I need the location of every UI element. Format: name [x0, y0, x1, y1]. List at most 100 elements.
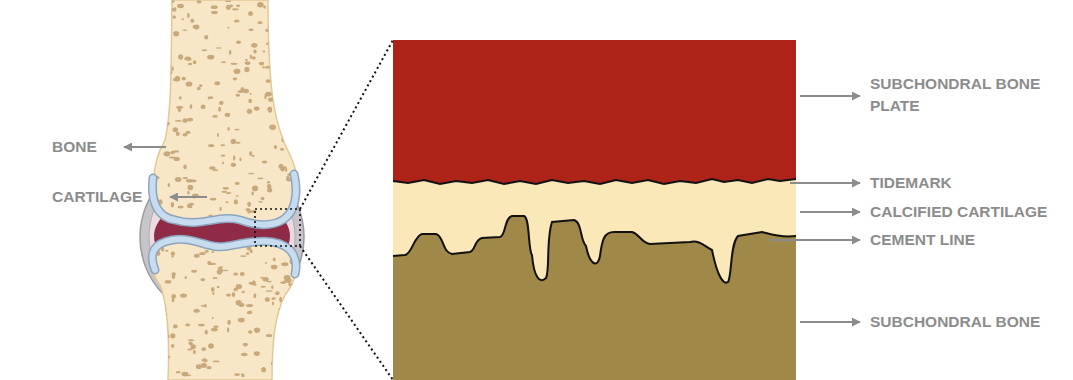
bone-pore: [292, 143, 298, 147]
bone-pore: [236, 94, 240, 97]
bone-pore: [292, 109, 296, 112]
bone-pore: [163, 355, 165, 357]
bone-pore: [245, 208, 250, 211]
label-anchor: SUBCHONDRAL BONE: [870, 322, 1040, 344]
bone-pore: [247, 311, 252, 314]
bone-pore: [296, 350, 302, 354]
bone-pore: [234, 129, 239, 131]
tidemark-line: [393, 179, 796, 184]
bone-pore: [227, 127, 230, 131]
bone-pore: [295, 143, 299, 147]
bone-pore: [207, 97, 213, 99]
bone-pore: [262, 160, 268, 163]
bone-pore: [175, 120, 182, 122]
bone-pore: [153, 327, 159, 330]
bone-pore: [281, 47, 288, 50]
bone-pore: [248, 330, 253, 333]
bone-pore: [170, 333, 175, 338]
bone-pore: [208, 97, 210, 100]
bone-pore: [214, 81, 220, 85]
bone-pore: [147, 13, 149, 17]
bone-pore: [181, 77, 185, 81]
part-label: CALCIFIED CARTILAGE: [870, 201, 1047, 223]
bone-pore: [229, 50, 232, 55]
bone-pore: [173, 324, 178, 328]
bone-pore: [188, 63, 192, 65]
bone-pore: [144, 107, 149, 109]
bone-pore: [293, 216, 298, 221]
bone-pore: [226, 293, 231, 296]
bone-pore: [278, 308, 284, 311]
leader-arrow: [800, 95, 860, 97]
bone-pore: [188, 339, 195, 341]
bone-pore: [186, 81, 193, 86]
bone-pore: [165, 331, 167, 335]
bone-pore: [162, 119, 166, 122]
bone-pore: [253, 293, 256, 298]
bone-pore: [212, 277, 217, 279]
bone-pore: [275, 291, 280, 295]
bone-pore: [145, 8, 152, 12]
bone-pore: [286, 61, 288, 63]
bone-pore: [271, 285, 273, 289]
bone-pore: [227, 327, 229, 332]
bone-pore: [294, 6, 298, 9]
bone-pore: [271, 265, 278, 270]
bone-pore: [166, 330, 169, 335]
bone-pore: [211, 5, 218, 9]
bone-pore: [282, 302, 287, 304]
bone-pore: [253, 50, 256, 54]
bone-pore: [265, 92, 272, 97]
label-anchor: BONE: [52, 147, 97, 169]
bone-pore: [177, 4, 184, 8]
bone-pore: [150, 347, 153, 351]
spongy-bone-pores: [144, 235, 302, 380]
bone-pore: [240, 87, 244, 92]
bone-pore: [205, 330, 208, 335]
bone-pore: [222, 161, 224, 164]
bone-pore: [221, 191, 227, 193]
bone-pore: [193, 60, 197, 64]
bone-pore: [218, 235, 224, 238]
bone-pore: [279, 164, 284, 169]
bone-pore: [295, 87, 299, 92]
bone-pore: [172, 275, 175, 279]
bone-pore: [290, 283, 297, 286]
bone-pore: [272, 25, 279, 28]
bone-pore: [205, 250, 209, 253]
bone-pore: [171, 294, 176, 298]
bone-pore: [242, 291, 245, 293]
bone-pore: [284, 308, 287, 310]
bone-pore: [234, 19, 240, 22]
leader-arrow: [170, 196, 207, 198]
bone-pore: [161, 122, 168, 126]
bone-pore: [279, 297, 282, 303]
bone-pore: [250, 249, 253, 253]
bone-pore: [190, 347, 193, 349]
bone-pore: [241, 374, 244, 377]
bone-pore: [145, 85, 149, 87]
bone-pore: [244, 67, 249, 73]
bone-pore: [171, 202, 175, 207]
bone-pore: [148, 50, 153, 53]
bone-pore: [150, 77, 156, 79]
bone-pore: [248, 11, 253, 16]
bone-pore: [182, 118, 187, 122]
bone-pore: [266, 290, 273, 292]
part-label: CARTILAGE: [52, 186, 142, 208]
bone-pore: [169, 0, 175, 3]
bone-pore: [212, 317, 214, 319]
bone-pore: [247, 202, 251, 207]
bone-pore: [231, 139, 237, 144]
bone-pore: [187, 349, 193, 351]
bone-pore: [268, 108, 272, 113]
bone-pore: [280, 148, 284, 151]
bone-pore: [175, 177, 182, 182]
bone-pore: [217, 269, 221, 274]
bone-pore: [154, 370, 156, 374]
bone-pore: [191, 344, 196, 349]
bone-pore: [238, 318, 245, 323]
bone-pore: [144, 314, 151, 319]
bone-pore: [209, 166, 215, 170]
